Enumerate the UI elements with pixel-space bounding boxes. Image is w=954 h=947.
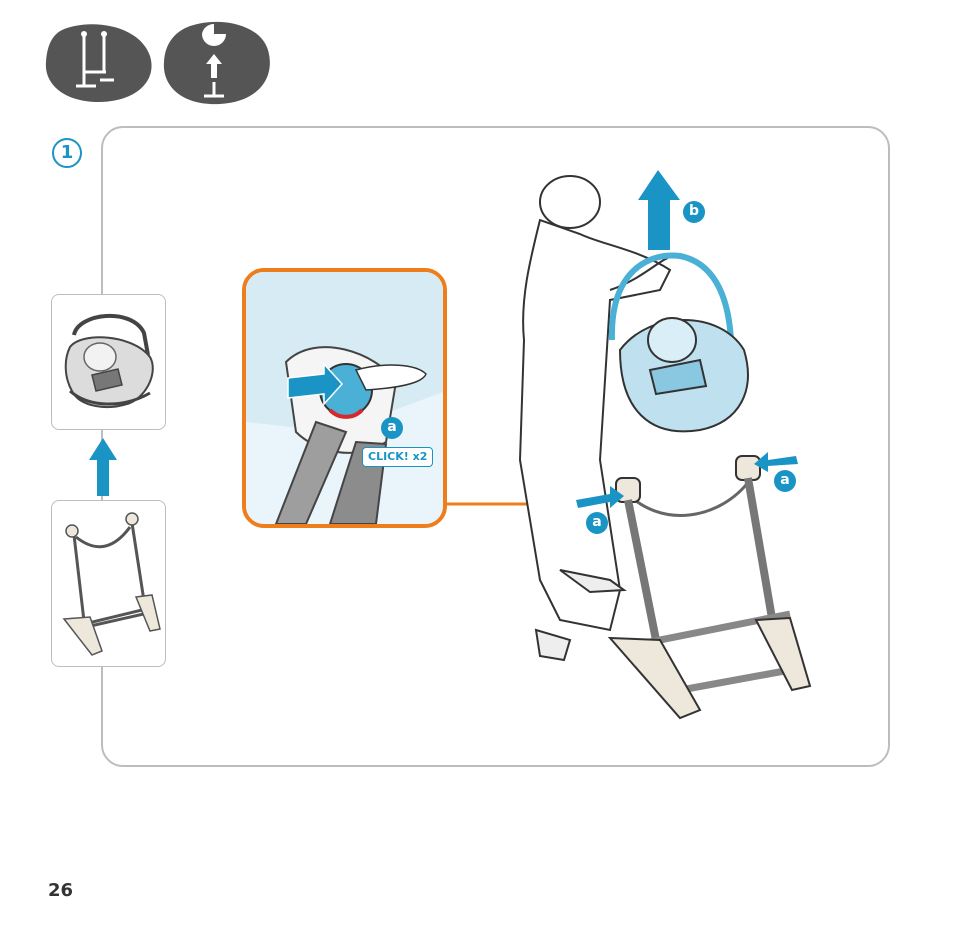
main-illustration bbox=[500, 160, 820, 730]
release-button-detail bbox=[246, 272, 443, 524]
stand-icon bbox=[52, 501, 164, 665]
callout-a-zoom: a bbox=[381, 417, 403, 439]
seat-lift-icon bbox=[160, 20, 272, 106]
car-seat-thumbnail bbox=[51, 294, 166, 430]
step-number: 1 bbox=[52, 138, 82, 168]
click-count: x2 bbox=[413, 450, 428, 463]
page-number: 26 bbox=[48, 880, 73, 901]
zoom-detail bbox=[242, 268, 447, 528]
callout-a-right: a bbox=[774, 470, 796, 492]
stand-frame-icon bbox=[44, 22, 154, 104]
car-seat-icon bbox=[52, 295, 164, 427]
up-arrow-icon bbox=[86, 436, 120, 498]
callout-a-left: a bbox=[586, 512, 608, 534]
click-tag: CLICK! x2 bbox=[362, 447, 433, 467]
stand-thumbnail bbox=[51, 500, 166, 667]
click-label: CLICK! bbox=[368, 450, 409, 463]
callout-b: b bbox=[683, 201, 705, 223]
